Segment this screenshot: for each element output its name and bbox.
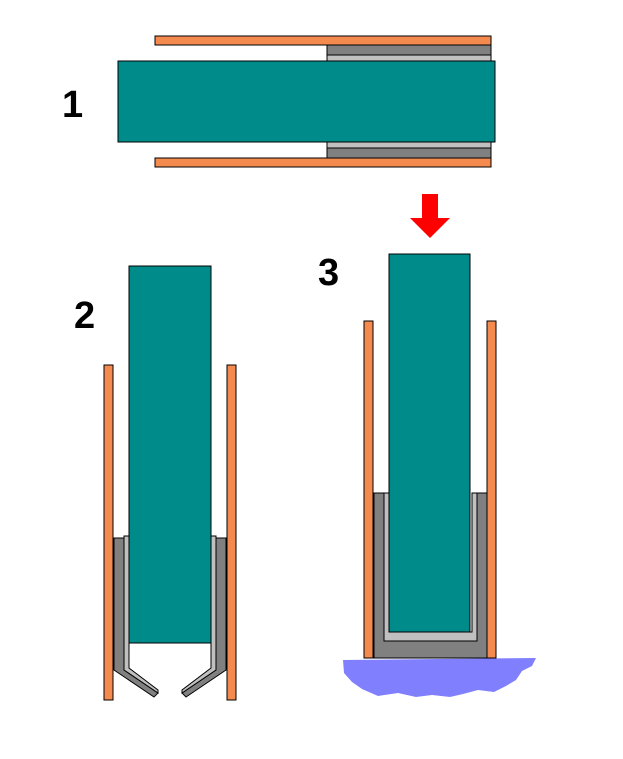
right-wall-plate — [226, 364, 237, 701]
top-sleeve-outer — [326, 44, 492, 56]
bottom-sleeve-inner — [326, 141, 492, 149]
base-ground — [343, 658, 536, 697]
right-wall-plate — [486, 320, 497, 659]
slab-pressed — [388, 253, 471, 633]
right-sleeve-inner — [181, 535, 217, 694]
step-1-label: 1 — [62, 84, 83, 126]
press-arrow-icon — [410, 194, 450, 238]
step-2-label: 2 — [74, 295, 95, 337]
step-3-assembly: 3 — [318, 194, 536, 697]
bottom-wall-plate — [154, 157, 492, 168]
top-wall-plate — [154, 35, 492, 46]
slab-horizontal — [117, 60, 496, 143]
step-1-assembly: 1 — [62, 35, 496, 168]
slab-vertical — [128, 265, 212, 644]
bottom-sleeve-outer — [326, 147, 492, 159]
step-3-label: 3 — [318, 252, 339, 294]
top-sleeve-inner — [326, 54, 492, 62]
left-wall-plate — [363, 320, 374, 659]
step-2-assembly: 2 — [74, 265, 237, 701]
left-wall-plate — [103, 364, 114, 701]
